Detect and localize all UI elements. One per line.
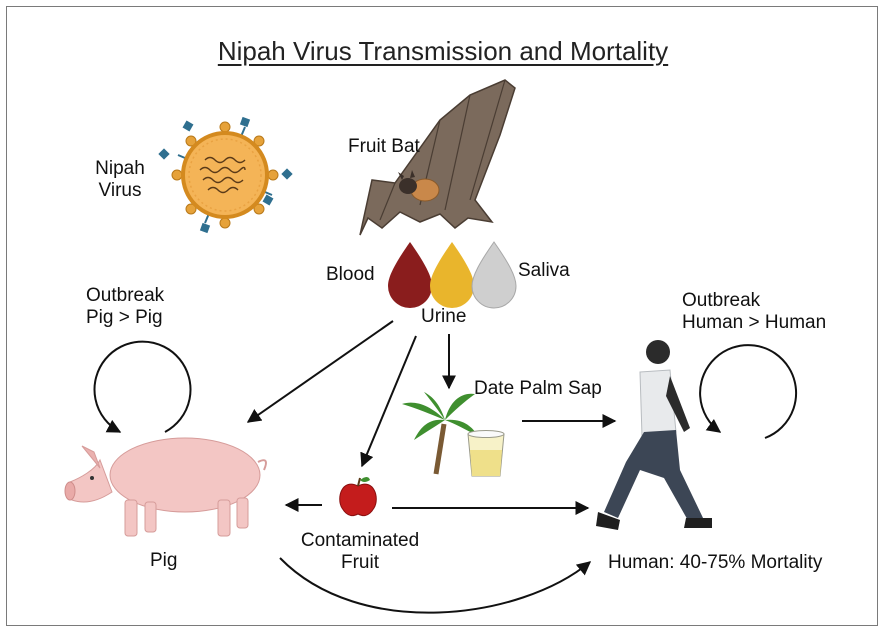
- contaminated-fruit-label: Contaminated Fruit: [300, 530, 420, 573]
- nipah-virus-icon: [158, 116, 293, 234]
- blood-drop-icon: [388, 242, 432, 308]
- arrow-urine-to-fruit: [360, 335, 417, 468]
- palm-tree-icon: [402, 392, 478, 475]
- urine-drop-icon: [430, 242, 474, 308]
- apple-icon: [339, 477, 377, 517]
- human-icon: [596, 340, 712, 530]
- human-outbreak-loop: [699, 344, 798, 439]
- urine-label: Urine: [421, 306, 467, 327]
- arrow-pig-to-human: [279, 557, 592, 614]
- pig-outbreak-loop: [93, 340, 192, 433]
- pig-label: Pig: [150, 550, 178, 571]
- diagram-title: Nipah Virus Transmission and Mortality: [217, 36, 669, 66]
- virus-label: Nipah Virus: [95, 158, 145, 201]
- arrow-urine-to-pig: [246, 320, 394, 423]
- saliva-label: Saliva: [518, 260, 570, 281]
- saliva-drop-icon: [471, 241, 517, 309]
- fruit-bat-label: Fruit Bat: [348, 136, 420, 157]
- fruit-bat-icon: [359, 79, 516, 236]
- human-outbreak-label: Outbreak Human > Human: [682, 290, 827, 333]
- human-mortality-label: Human: 40-75% Mortality: [608, 552, 823, 573]
- pig-icon: [64, 437, 267, 537]
- date-palm-sap-label: Date Palm Sap: [474, 378, 602, 399]
- sap-cup-icon: [467, 430, 505, 477]
- pig-outbreak-label: Outbreak Pig > Pig: [86, 285, 165, 328]
- blood-label: Blood: [326, 264, 375, 285]
